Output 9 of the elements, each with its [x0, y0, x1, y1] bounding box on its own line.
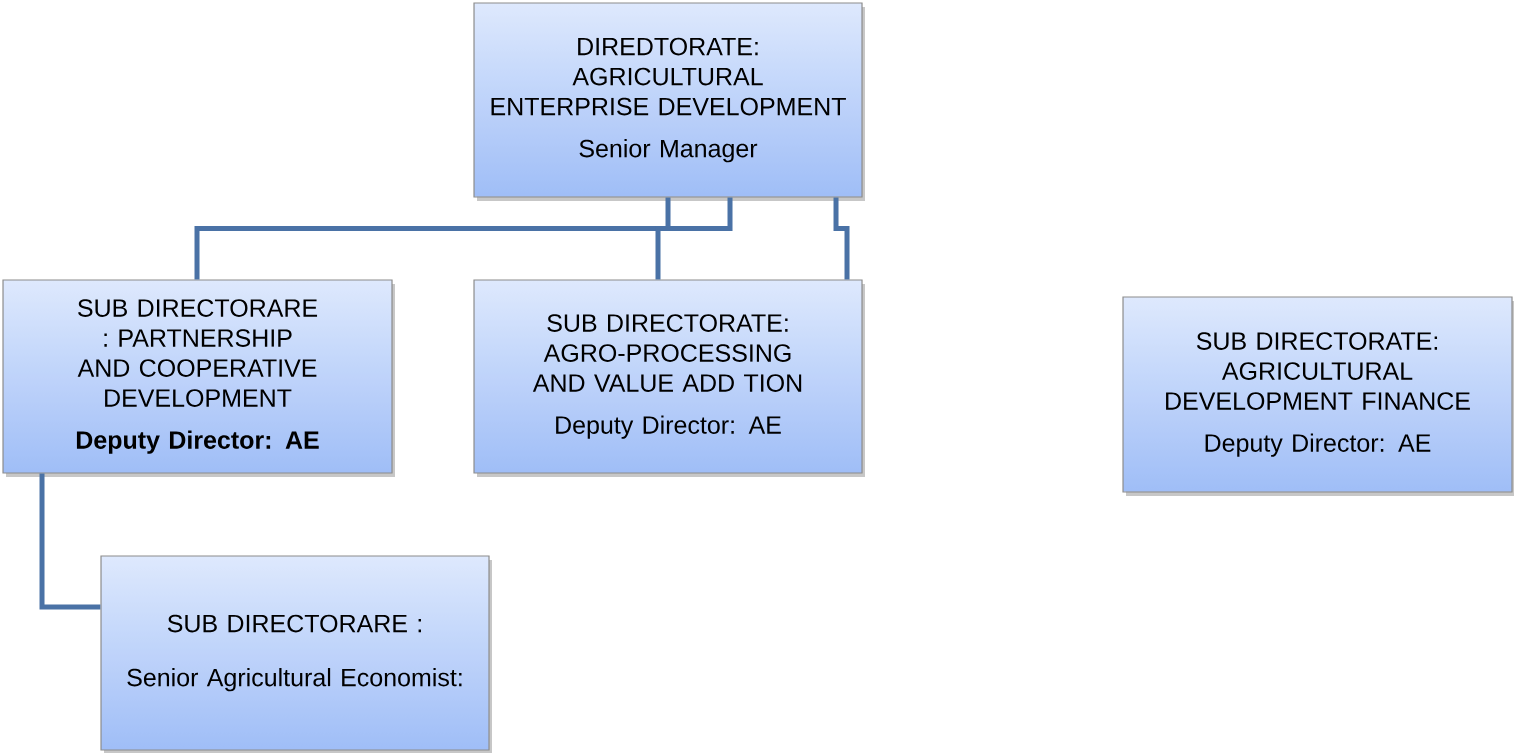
connector-line [39, 473, 101, 610]
org-box: SUB DIRECTORARE : PARTNERSHIP AND COOPERATIVE DEVELOPMENT Deputy Director: AE [2, 279, 395, 477]
connector-line [833, 197, 850, 280]
org-box: SUB DIRECTORARE : Senior Agricultural Economist: [100, 555, 492, 753]
org-box: SUB DIRECTORATE: AGRO-PROCESSING AND VALUE ADD TION Deputy Director: AE [473, 279, 865, 477]
connector-line [655, 197, 733, 280]
org-box: SUB DIRECTORATE: AGRICULTURAL DEVELOPMENT FINANCE Deputy Director: AE [1122, 296, 1514, 496]
connector-line [194, 197, 671, 280]
org-box: DIREDTORATE: AGRICULTURAL ENTERPRISE DEVELOPMENT Senior Manager [473, 2, 865, 201]
